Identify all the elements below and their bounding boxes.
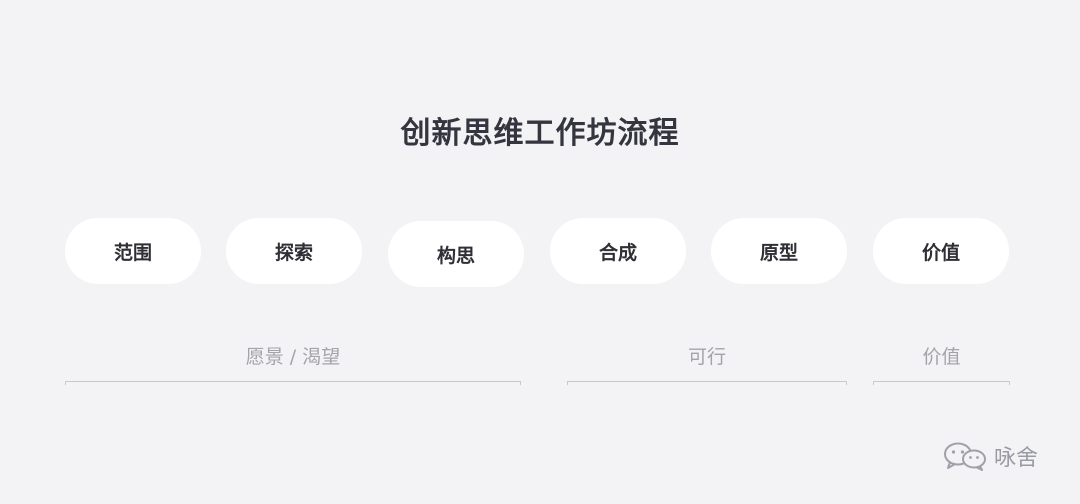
step-label: 原型 bbox=[759, 241, 798, 264]
step-label: 合成 bbox=[598, 241, 637, 264]
step-pill-value: 价值 bbox=[873, 218, 1009, 284]
step-label: 范围 bbox=[113, 241, 152, 264]
diagram-title: 创新思维工作坊流程 bbox=[400, 116, 680, 151]
step-label: 构思 bbox=[436, 244, 475, 267]
wechat-icon bbox=[942, 441, 988, 471]
phase-label-feasibility: 可行 bbox=[687, 346, 726, 368]
step-pill-explore: 探索 bbox=[226, 218, 362, 284]
watermark-text: 咏舍 bbox=[994, 446, 1039, 471]
phase-bracket-value bbox=[873, 381, 1010, 385]
step-pill-synthesize: 合成 bbox=[550, 218, 686, 284]
phase-label-value: 价值 bbox=[922, 346, 961, 368]
step-pill-prototype: 原型 bbox=[711, 218, 847, 284]
step-pill-scope: 范围 bbox=[65, 218, 201, 284]
watermark: 咏舍 bbox=[942, 440, 1038, 472]
step-pill-ideate: 构思 bbox=[388, 221, 524, 287]
phase-bracket-feasibility bbox=[567, 381, 847, 385]
step-label: 价值 bbox=[921, 241, 960, 264]
phase-bracket-desirability bbox=[65, 381, 521, 385]
step-label: 探索 bbox=[274, 241, 313, 264]
phase-label-desirability: 愿景 / 渴望 bbox=[245, 346, 341, 368]
